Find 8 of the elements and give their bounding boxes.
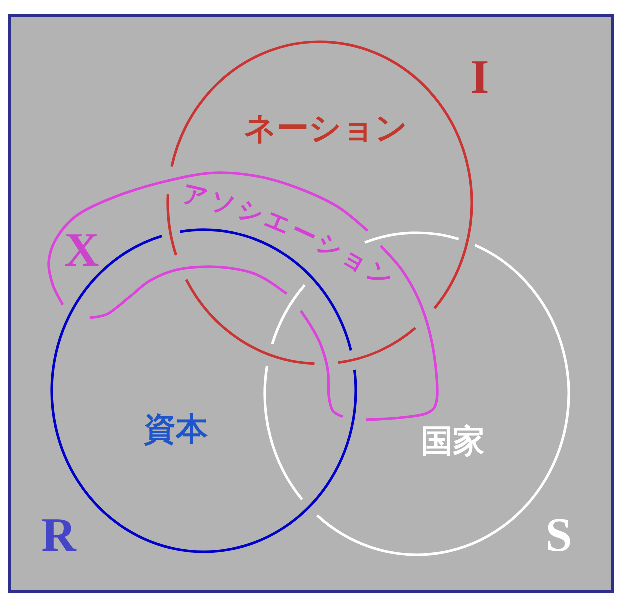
region-label: ネーション (244, 112, 408, 144)
letter-label: I (470, 54, 490, 102)
curved-label: アソシエーション (180, 178, 402, 296)
letter-label: S (546, 512, 572, 560)
letter-label: R (42, 512, 76, 560)
letter-label: X (64, 227, 100, 275)
region-label: 資本 (144, 413, 208, 445)
region-label: 国家 (421, 425, 485, 457)
